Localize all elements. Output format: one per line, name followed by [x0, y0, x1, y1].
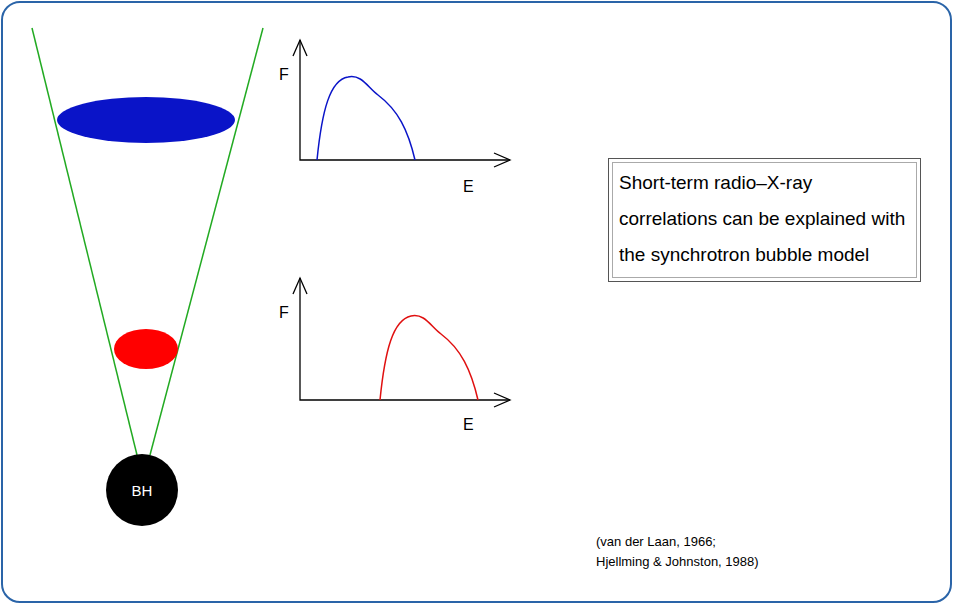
note-box: Short-term radio–X-ray correlations can … [608, 158, 921, 282]
citation-text: (van der Laan, 1966; Hjellming & Johnsto… [596, 532, 786, 571]
axis-label: E [463, 178, 474, 196]
axis-label: E [463, 416, 474, 434]
cone-line [150, 28, 263, 455]
black-hole-disc [106, 454, 178, 526]
node-label: BH [132, 482, 153, 499]
cone-line [32, 28, 137, 455]
blob-ellipse [57, 97, 235, 143]
plot-axes [293, 278, 510, 407]
black-hole-circle: BH [105, 453, 179, 527]
spectrum-curve [380, 316, 478, 400]
spectrum-curve [317, 77, 415, 160]
note-text: Short-term radio–X-ray correlations can … [619, 165, 910, 273]
axis-label: F [279, 304, 289, 322]
axis-label: F [279, 66, 289, 84]
plot-axes [293, 40, 510, 167]
blob-ellipse [114, 329, 178, 369]
